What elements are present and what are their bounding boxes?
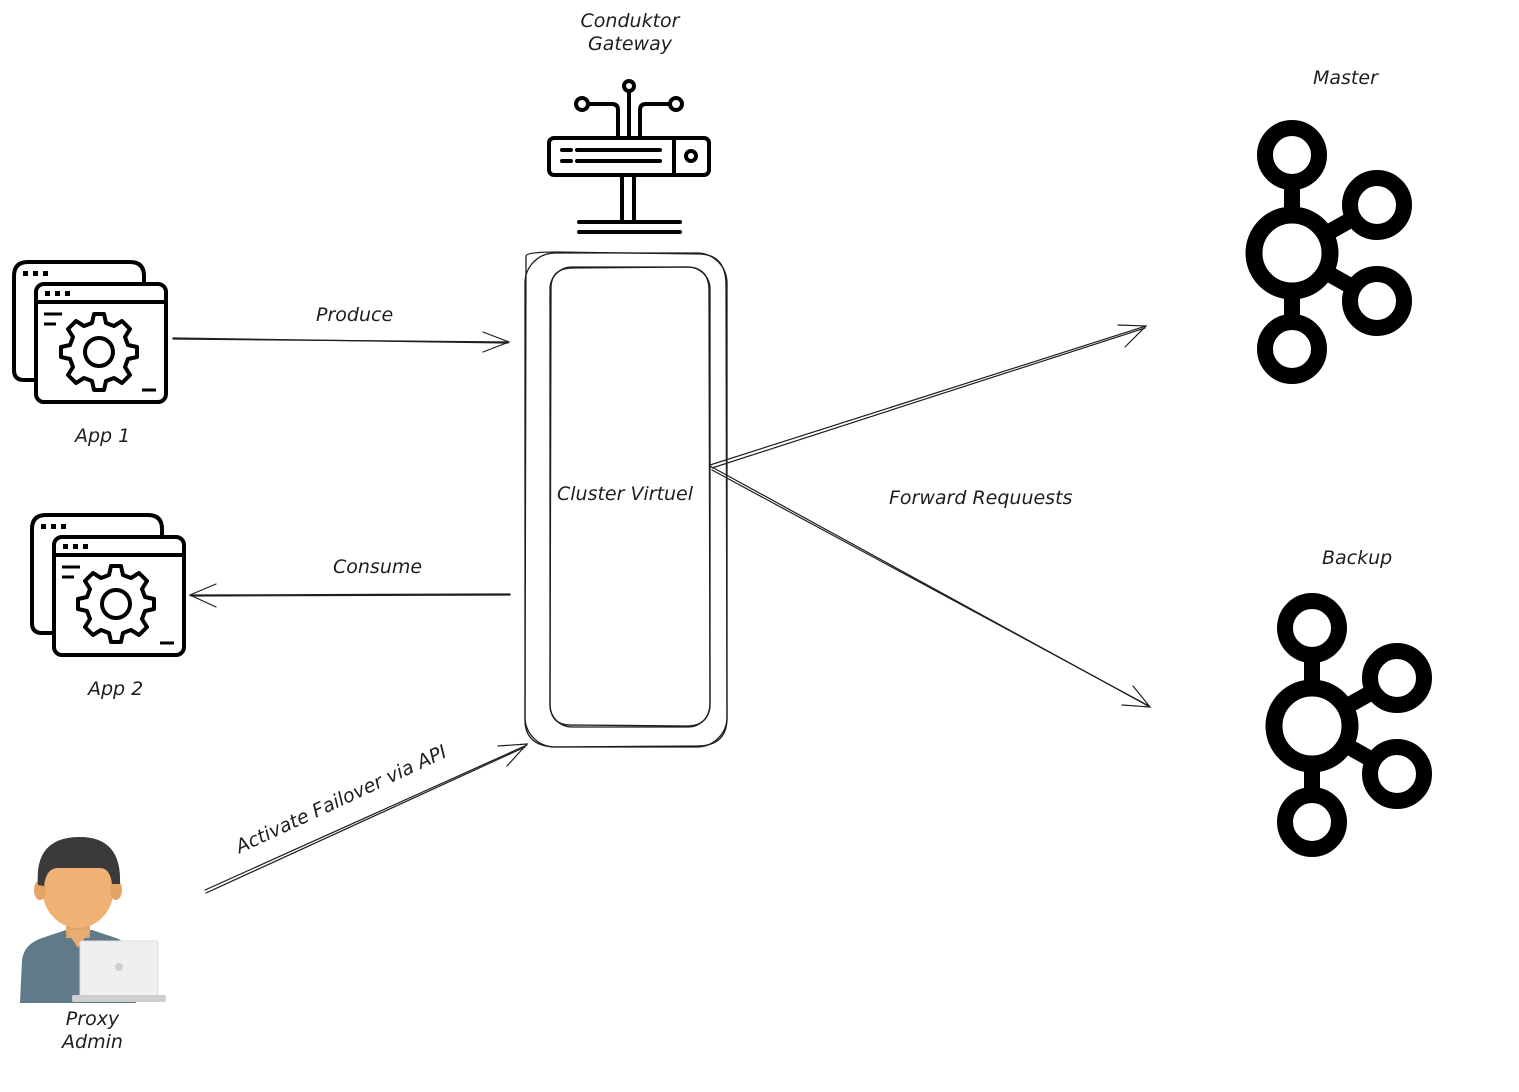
forward-backup-arrow [709,465,1152,708]
virtual-cluster-label: Cluster Virtuel [557,483,694,505]
forward-label: Forward Requuests [889,487,1073,509]
kafka-master-icon [1254,128,1404,376]
user-laptop-icon [20,836,166,1003]
produce-label: Produce [316,304,394,326]
consume-label: Consume [333,556,423,578]
app-1-icon [12,260,168,404]
produce-arrow [172,331,511,353]
app-2-icon [30,513,186,657]
failover-arrow [204,743,529,894]
master-label: Master [1313,67,1378,89]
gateway-title: Conduktor Gateway [560,10,700,56]
gateway-title-line1: Conduktor [580,10,680,32]
app-1-label: App 1 [75,425,131,447]
gateway-title-line2: Gateway [588,32,672,55]
forward-master-arrow [709,324,1148,469]
admin-label-line1: Proxy [65,1008,120,1030]
consume-arrow [188,583,511,608]
backup-label: Backup [1322,547,1393,569]
kafka-backup-icon [1274,601,1424,849]
admin-label: Proxy Admin [40,1008,145,1054]
virtual-cluster-box [524,251,728,748]
admin-label-line2: Admin [62,1030,123,1053]
app-2-label: App 2 [88,678,144,700]
router-icon [547,79,711,234]
